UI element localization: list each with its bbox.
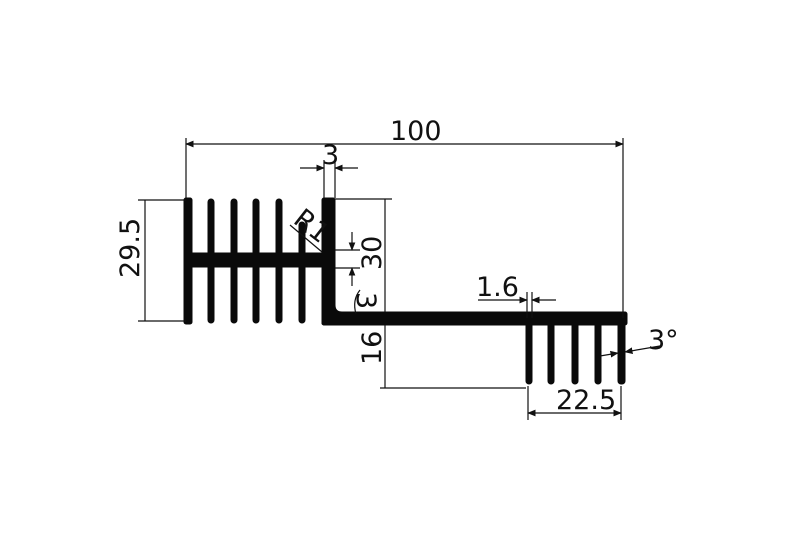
dim-left-height-label: 29.5 [115, 218, 146, 278]
dim-lower-height-label: 16 [357, 331, 388, 365]
dim-base-thickness-label: 3 [350, 292, 381, 309]
dim-overall-width-label: 100 [390, 116, 442, 147]
right-fin [571, 317, 579, 385]
dim-fin-angle-label: 3° [648, 325, 679, 356]
left-fin [230, 198, 238, 324]
right-fin [617, 317, 626, 385]
dim-fin-thickness-label: 1.6 [476, 272, 519, 303]
dim-fin-span: 22.5 [527, 385, 622, 420]
right-fin [525, 317, 533, 385]
dim-overall-width: 100 [185, 116, 624, 318]
dim-base-thickness: 3 [350, 289, 381, 315]
dim-fin-thickness: 1.6 [476, 272, 556, 318]
aluminum-profile [183, 197, 628, 385]
dim-upper-height-label: 30 [357, 236, 388, 270]
dim-fin-span-label: 22.5 [556, 385, 616, 416]
dim-lower-height: 16 [357, 325, 526, 389]
dim-fin-angle: 3° [599, 325, 679, 358]
dim-upper-height: 30 [335, 198, 392, 312]
base-plate [321, 311, 628, 326]
corner-fillet [334, 304, 343, 313]
left-fin [252, 198, 260, 324]
dim-web-thickness-label: 3 [322, 140, 339, 171]
left-fin [298, 221, 306, 324]
right-fin [547, 317, 555, 385]
dim-left-height: 29.5 [115, 199, 186, 322]
left-fin [275, 198, 283, 324]
right-fin [594, 317, 602, 385]
left-fin [207, 198, 215, 324]
dim-web-thickness: 3 [300, 140, 358, 198]
